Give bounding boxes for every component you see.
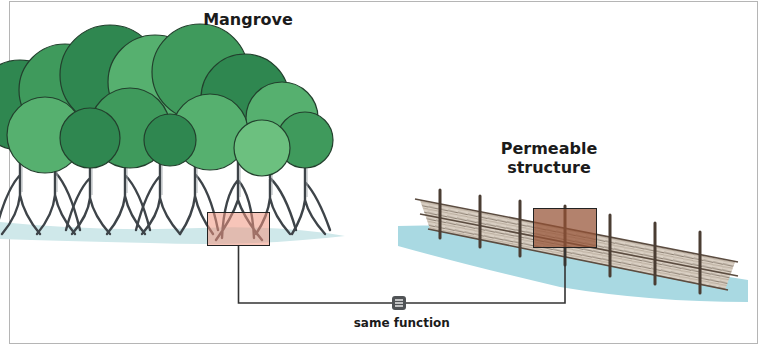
highlight-box: Mangrove (207, 212, 270, 246)
highlight-box: Permeable structure (533, 208, 597, 248)
frame (10, 2, 758, 344)
box-heading: Permeable structure (499, 139, 599, 177)
fence-rails (415, 199, 738, 290)
fence-posts (440, 190, 700, 293)
equivalence-icon (392, 296, 406, 310)
box-heading: Mangrove (193, 10, 303, 29)
root (292, 160, 330, 234)
brushwood (420, 200, 735, 290)
mangrove-canopy (0, 24, 333, 176)
bracket-connector (239, 246, 566, 303)
brushwood (420, 200, 735, 290)
connector-label: same function (354, 316, 450, 330)
